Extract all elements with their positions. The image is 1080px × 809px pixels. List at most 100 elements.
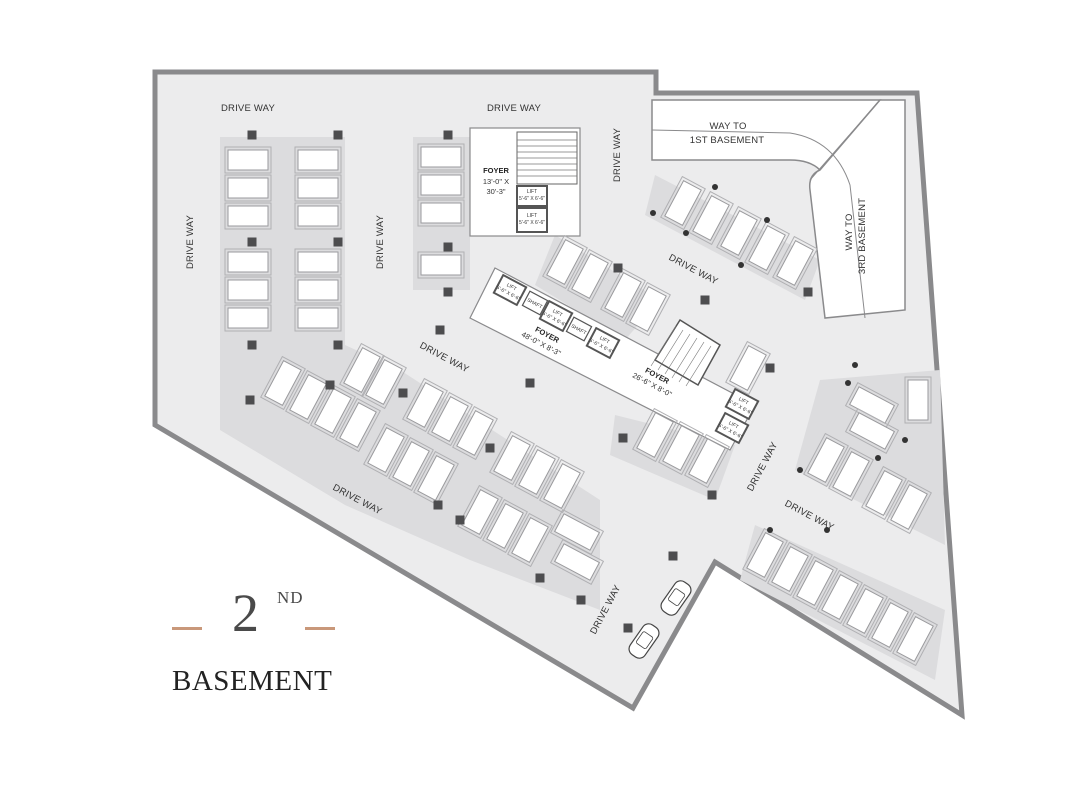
column [443,242,453,252]
parking-slot [725,340,771,396]
column [618,433,628,443]
foyer-north-title: FOYER [483,166,509,175]
lift-label: LIFT [527,189,537,195]
parking-slot [886,479,932,535]
column-dot [797,467,803,473]
parking-slot [294,276,342,304]
parking-slot [294,202,342,230]
title-dash-right [305,627,335,630]
parking-slot [260,355,306,411]
column [333,340,343,350]
ramp-3rd-label-line2: 3RD BASEMENT [857,198,868,274]
column [700,295,710,305]
parking-slot [567,248,613,304]
column-dot [738,262,744,268]
parking-slot [549,539,605,585]
column [613,263,623,273]
parking-slot [482,498,528,554]
lift-label: LIFT [598,335,610,345]
ramp-3rd-label-line1: WAY TO [844,213,855,250]
column-dot [845,380,851,386]
parking-slot [742,527,788,583]
parking-slot [772,235,818,291]
column [525,378,535,388]
parking-slot [310,383,356,439]
parking-slot [684,433,730,489]
parking-slots [224,143,938,667]
parking-slot [489,430,535,486]
column-dot [683,230,689,236]
lift-label: LIFT [551,308,563,318]
parking-slot [224,304,272,332]
structural-columns [245,130,908,633]
lift-label: LIFT [505,282,517,292]
column-dot [712,184,718,190]
lift-label: LIFT [737,396,749,406]
parking-slot [817,569,863,625]
parking-slot [542,234,588,290]
parking-slot [339,342,385,398]
car-icon [628,623,660,659]
parking-slot [363,422,409,478]
parking-slot [716,205,762,261]
column [443,287,453,297]
ramp-divider [651,129,866,319]
column-dot [902,437,908,443]
parking-slot [294,174,342,202]
driveway-label: DRIVE WAY [221,103,276,114]
lift-size: 5'-6" X 6'-6" [519,196,545,202]
parking-slot [632,407,678,463]
parking-slot [457,484,503,540]
parking-slot [388,436,434,492]
parking-slot [294,146,342,174]
column [455,515,465,525]
column-dot [824,527,830,533]
title-dash-left [172,627,202,630]
parking-slot [867,597,913,653]
parking-slot [600,267,646,323]
parking-slot [417,171,465,199]
parking-slot [224,276,272,304]
parked-cars [628,580,692,659]
parking-slot [625,281,671,337]
shaft-box: SHAFT [565,316,593,342]
parking-slot [660,175,706,231]
column [623,623,633,633]
driveway-label: DRIVE WAY [612,128,623,183]
floor-number: 2 [232,583,259,643]
column-dot [852,362,858,368]
column [535,573,545,583]
column [398,388,408,398]
north-lift-2 [516,207,548,233]
ramp-1st-label-line1: WAY TO [709,121,746,132]
parking-slot [224,248,272,276]
parking-slot [744,220,790,276]
column [247,237,257,247]
lift-box: LIFT 5'-6" X 6'-6" [714,411,750,445]
foyer-north-size-1: 13'-0" X [483,177,509,186]
parking-slot [452,405,498,461]
lift-label: LIFT [727,420,739,430]
column [245,395,255,405]
column [333,130,343,140]
column-dot [875,455,881,461]
north-core [469,127,581,237]
column [443,130,453,140]
parking-slot [803,432,849,488]
column [433,500,443,510]
parking-slot [417,143,465,171]
shaft-box: SHAFT [521,290,549,316]
parking-slot [539,458,585,514]
lift-label: LIFT [527,213,537,219]
parking-slot [767,541,813,597]
parking-slot [861,465,907,521]
column [803,287,813,297]
parking-slot [294,248,342,276]
driveway-label: DRIVE WAY [185,215,196,270]
floor-title: BASEMENT [172,665,333,697]
driveway-label: DRIVE WAY [487,103,542,114]
lift-box: LIFT 5'-6" X 6'-6" [538,299,574,333]
column [333,237,343,247]
parking-slot [892,611,938,667]
